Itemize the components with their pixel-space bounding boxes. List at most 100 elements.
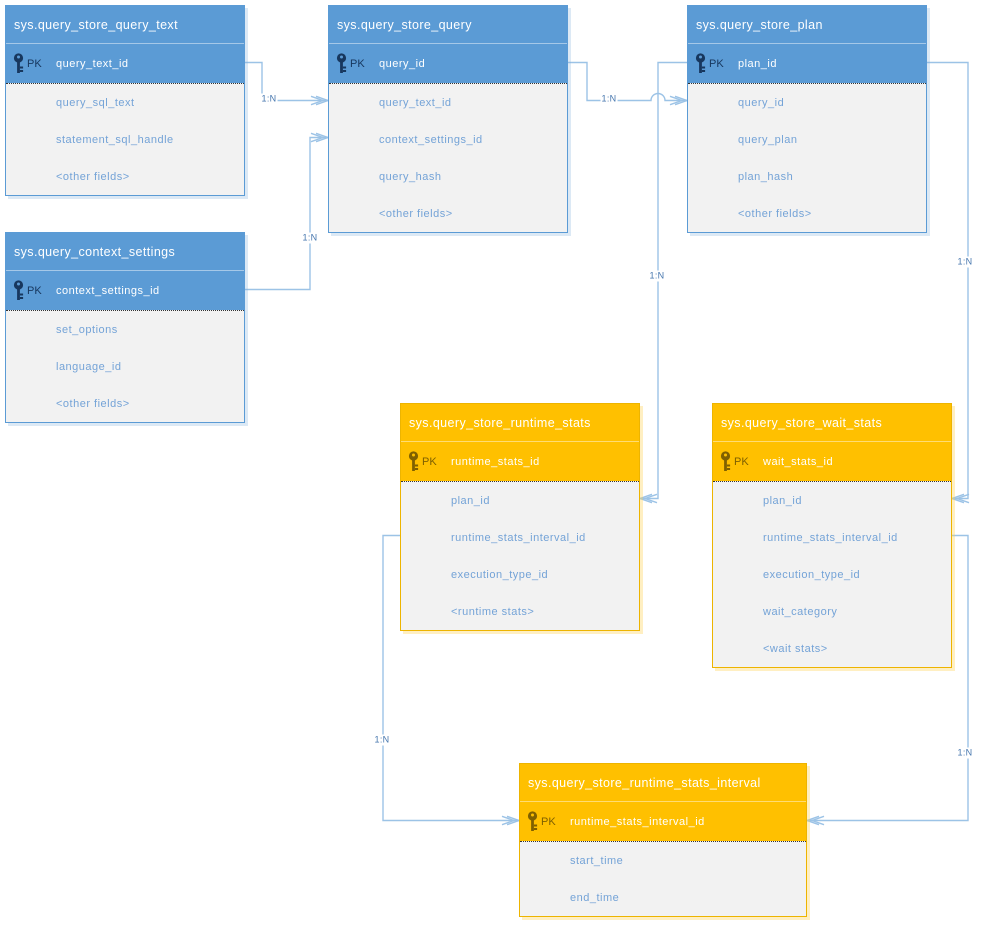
field-name: start_time xyxy=(570,854,624,867)
relationship-line xyxy=(568,61,687,102)
field-row: query_plan xyxy=(688,121,926,158)
table-title: sys.query_store_runtime_stats_interval xyxy=(520,764,806,802)
cardinality-label: 1:N xyxy=(301,232,319,244)
table-fields: plan_id runtime_stats_interval_id executio… xyxy=(713,481,951,667)
primary-key-row: PK wait_stats_id xyxy=(713,442,951,481)
field-name: end_time xyxy=(570,891,620,904)
relationship-line xyxy=(927,61,969,500)
many-arrowhead-icon xyxy=(804,815,825,826)
key-icon xyxy=(407,450,420,473)
field-row: start_time xyxy=(520,842,806,879)
key-icon xyxy=(335,52,348,75)
field-name: <other fields> xyxy=(738,207,812,220)
field-row: context_settings_id xyxy=(329,121,567,158)
table-fields: set_options language_id <other fields> xyxy=(6,310,244,422)
relationship-line xyxy=(382,534,519,822)
field-name: <other fields> xyxy=(56,397,130,410)
field-name: runtime_stats_interval_id xyxy=(763,531,898,544)
table-fields: query_id query_plan plan_hash <other fields… xyxy=(688,83,926,232)
pk-badge: PK xyxy=(350,57,365,70)
field-name: execution_type_id xyxy=(763,568,861,581)
table-title: sys.query_store_wait_stats xyxy=(713,404,951,442)
field-row: <wait stats> xyxy=(713,630,951,667)
field-name: runtime_stats_interval_id xyxy=(451,531,586,544)
field-name: query_hash xyxy=(379,170,442,183)
pk-field-name: query_text_id xyxy=(56,57,129,70)
field-row: end_time xyxy=(520,879,806,916)
field-name: <runtime stats> xyxy=(451,605,535,618)
field-name: context_settings_id xyxy=(379,133,483,146)
field-row: <other fields> xyxy=(329,195,567,232)
field-name: <other fields> xyxy=(56,170,130,183)
field-name: execution_type_id xyxy=(451,568,549,581)
field-row: query_sql_text xyxy=(6,84,244,121)
field-name: plan_id xyxy=(763,494,802,507)
field-name: set_options xyxy=(56,323,118,336)
table-fields: query_sql_text statement_sql_handle <other… xyxy=(6,83,244,195)
field-row: wait_category xyxy=(713,593,951,630)
field-row: <other fields> xyxy=(6,385,244,422)
cardinality-label: 1:N xyxy=(600,93,618,105)
field-name: query_id xyxy=(738,96,785,109)
field-name: query_plan xyxy=(738,133,798,146)
pk-field-name: wait_stats_id xyxy=(763,455,834,468)
table-fields: plan_id runtime_stats_interval_id executio… xyxy=(401,481,639,630)
pk-badge: PK xyxy=(27,57,42,70)
field-name: plan_id xyxy=(451,494,490,507)
field-row: set_options xyxy=(6,311,244,348)
field-row: language_id xyxy=(6,348,244,385)
many-arrowhead-icon xyxy=(637,493,658,504)
field-row: <other fields> xyxy=(688,195,926,232)
relationship-line xyxy=(245,61,328,102)
pk-badge: PK xyxy=(27,284,42,297)
key-icon xyxy=(694,52,707,75)
cardinality-label: 1:N xyxy=(260,93,278,105)
primary-key-row: PK context_settings_id xyxy=(6,271,244,310)
cardinality-label: 1:N xyxy=(648,270,666,282)
table-fields: start_time end_time xyxy=(520,841,806,916)
pk-badge: PK xyxy=(734,455,749,468)
table-title: sys.query_context_settings xyxy=(6,233,244,271)
field-row: execution_type_id xyxy=(401,556,639,593)
field-name: query_text_id xyxy=(379,96,452,109)
table-title: sys.query_store_query xyxy=(329,6,567,44)
field-row: plan_id xyxy=(713,482,951,519)
field-row: plan_id xyxy=(401,482,639,519)
primary-key-row: PK plan_id xyxy=(688,44,926,83)
field-row: <runtime stats> xyxy=(401,593,639,630)
field-row: statement_sql_handle xyxy=(6,121,244,158)
field-name: plan_hash xyxy=(738,170,794,183)
table-title: sys.query_store_query_text xyxy=(6,6,244,44)
pk-badge: PK xyxy=(541,815,556,828)
field-row: query_text_id xyxy=(329,84,567,121)
pk-field-name: context_settings_id xyxy=(56,284,160,297)
pk-field-name: plan_id xyxy=(738,57,777,70)
field-row: execution_type_id xyxy=(713,556,951,593)
field-name: statement_sql_handle xyxy=(56,133,174,146)
field-name: <other fields> xyxy=(379,207,453,220)
cardinality-label: 1:N xyxy=(373,734,391,746)
key-icon xyxy=(526,810,539,833)
field-name: language_id xyxy=(56,360,122,373)
pk-badge: PK xyxy=(709,57,724,70)
key-icon xyxy=(12,52,25,75)
pk-field-name: runtime_stats_id xyxy=(451,455,540,468)
field-name: query_sql_text xyxy=(56,96,135,109)
relationship-line xyxy=(245,136,328,291)
table-title: sys.query_store_plan xyxy=(688,6,926,44)
field-row: <other fields> xyxy=(6,158,244,195)
field-row: query_id xyxy=(688,84,926,121)
relationship-line xyxy=(807,534,969,822)
